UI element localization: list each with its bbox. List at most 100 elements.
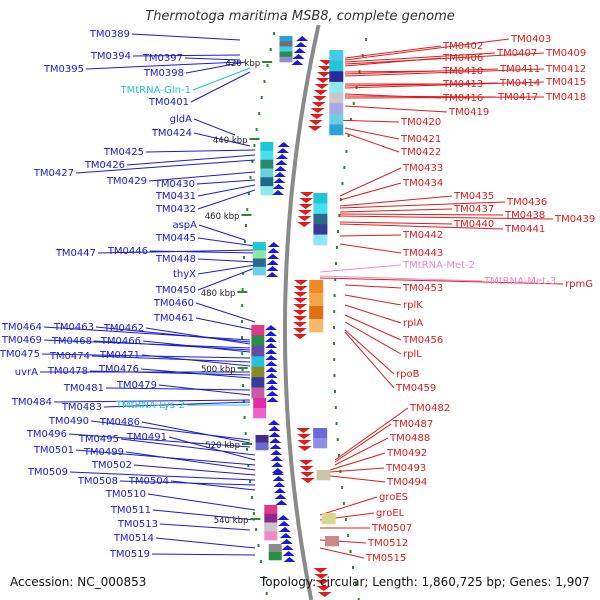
- gene-label-tm0425[interactable]: TM0425: [103, 147, 144, 158]
- gene-label-tm0419[interactable]: TM0419: [448, 107, 489, 118]
- gene-label-tm0421[interactable]: TM0421: [400, 134, 441, 145]
- gene-label-tm0513[interactable]: TM0513: [117, 519, 158, 530]
- gene-label-tm0456[interactable]: TM0456: [402, 335, 443, 346]
- gene-label-tm0445[interactable]: TM0445: [155, 233, 196, 244]
- gene-label-tm0434[interactable]: TM0434: [402, 178, 443, 189]
- gene-label-tm0453[interactable]: TM0453: [402, 283, 443, 294]
- gene-label-tm0413[interactable]: TM0413: [442, 79, 483, 90]
- gene-label-tm0515[interactable]: TM0515: [365, 553, 406, 564]
- gene-label-rpob[interactable]: rpoB: [396, 369, 420, 380]
- gene-label-tm0486[interactable]: TM0486: [99, 417, 140, 428]
- gene-label-tm0397[interactable]: TM0397: [142, 53, 183, 64]
- gene-label-tm0389[interactable]: TM0389: [89, 29, 130, 40]
- gene-label-tm0424[interactable]: TM0424: [151, 128, 192, 139]
- gene-label-tm0478[interactable]: TM0478: [47, 366, 88, 377]
- gene-label-tm0440[interactable]: TM0440: [453, 219, 494, 230]
- gene-label-tm0430[interactable]: TM0430: [154, 179, 195, 190]
- gene-label-tm0407[interactable]: TM0407: [496, 48, 537, 59]
- gene-label-rplk[interactable]: rplK: [403, 300, 423, 311]
- gene-label-thyx[interactable]: thyX: [173, 269, 196, 280]
- gene-label-tm0487[interactable]: TM0487: [392, 419, 433, 430]
- gene-label-tm0418[interactable]: TM0418: [545, 92, 586, 103]
- gene-label-tm0484[interactable]: TM0484: [11, 397, 52, 408]
- gene-label-uvra[interactable]: uvrA: [15, 367, 38, 378]
- gene-label-tm0437[interactable]: TM0437: [453, 204, 494, 215]
- gene-label-tm0471[interactable]: TM0471: [99, 350, 140, 361]
- gene-label-tm0450[interactable]: TM0450: [155, 285, 196, 296]
- gene-label-tm0410[interactable]: TM0410: [442, 66, 483, 77]
- gene-label-tm0426[interactable]: TM0426: [84, 160, 125, 171]
- gene-label-tmtrna-met-3[interactable]: TMtRNA-Met-3: [483, 276, 556, 287]
- gene-label-aspa[interactable]: aspA: [172, 220, 197, 231]
- gene-label-groes[interactable]: groES: [379, 492, 408, 503]
- gene-label-tm0510[interactable]: TM0510: [105, 489, 146, 500]
- gene-label-tm0502[interactable]: TM0502: [91, 460, 132, 471]
- gene-label-tm0509[interactable]: TM0509: [27, 467, 68, 478]
- gene-label-tm0422[interactable]: TM0422: [400, 147, 441, 158]
- gene-label-tm0401[interactable]: TM0401: [148, 97, 189, 108]
- gene-label-tm0469[interactable]: TM0469: [1, 335, 42, 346]
- gene-label-rpla[interactable]: rplA: [403, 318, 423, 329]
- gene-label-tm0446[interactable]: TM0446: [107, 246, 148, 257]
- gene-label-tm0519[interactable]: TM0519: [109, 549, 150, 560]
- gene-label-tm0414[interactable]: TM0414: [499, 78, 540, 89]
- gene-label-tm0466[interactable]: TM0466: [100, 336, 141, 347]
- gene-label-tm0398[interactable]: TM0398: [143, 68, 184, 79]
- gene-label-tm0420[interactable]: TM0420: [400, 117, 441, 128]
- gene-label-tm0483[interactable]: TM0483: [61, 402, 102, 413]
- gene-label-tm0463[interactable]: TM0463: [53, 322, 94, 333]
- gene-label-tm0427[interactable]: TM0427: [33, 168, 74, 179]
- gene-label-tm0476[interactable]: TM0476: [98, 364, 139, 375]
- gene-label-tm0416[interactable]: TM0416: [442, 93, 483, 104]
- gene-label-tm0403[interactable]: TM0403: [510, 34, 551, 45]
- gene-label-tm0406[interactable]: TM0406: [442, 53, 483, 64]
- gene-label-tm0464[interactable]: TM0464: [1, 322, 42, 333]
- gene-label-tm0461[interactable]: TM0461: [153, 313, 194, 324]
- gene-label-tm0460[interactable]: TM0460: [153, 298, 194, 309]
- gene-label-tm0512[interactable]: TM0512: [367, 538, 408, 549]
- gene-label-tm0409[interactable]: TM0409: [545, 48, 586, 59]
- gene-label-tm0491[interactable]: TM0491: [126, 432, 167, 443]
- gene-label-tm0436[interactable]: TM0436: [506, 197, 547, 208]
- gene-label-tm0411[interactable]: TM0411: [499, 64, 540, 75]
- gene-label-tm0493[interactable]: TM0493: [385, 463, 426, 474]
- gene-label-rpmg[interactable]: rpmG: [565, 279, 593, 290]
- gene-label-tm0402[interactable]: TM0402: [442, 41, 483, 52]
- gene-label-tm0514[interactable]: TM0514: [113, 533, 154, 544]
- gene-label-tm0395[interactable]: TM0395: [43, 64, 84, 75]
- gene-label-tm0494[interactable]: TM0494: [386, 477, 427, 488]
- gene-label-tm0482[interactable]: TM0482: [409, 403, 450, 414]
- gene-label-tm0433[interactable]: TM0433: [402, 163, 443, 174]
- gene-label-tm0508[interactable]: TM0508: [77, 476, 118, 487]
- gene-label-tm0415[interactable]: TM0415: [545, 77, 586, 88]
- gene-label-tmtrna-gln-1[interactable]: TMtRNA-Gln-1: [119, 85, 191, 96]
- gene-label-tm0499[interactable]: TM0499: [83, 447, 124, 458]
- gene-label-tm0448[interactable]: TM0448: [155, 254, 196, 265]
- gene-label-tm0394[interactable]: TM0394: [90, 51, 131, 62]
- gene-label-tm0488[interactable]: TM0488: [389, 433, 430, 444]
- gene-label-tm0496[interactable]: TM0496: [26, 429, 67, 440]
- gene-label-tm0492[interactable]: TM0492: [386, 448, 427, 459]
- gene-label-tm0447[interactable]: TM0447: [55, 248, 96, 259]
- gene-label-tm0432[interactable]: TM0432: [155, 204, 196, 215]
- gene-label-tm0481[interactable]: TM0481: [63, 383, 104, 394]
- gene-label-tm0507[interactable]: TM0507: [371, 523, 412, 534]
- gene-label-tm0475[interactable]: TM0475: [0, 349, 40, 360]
- gene-label-rpll[interactable]: rplL: [403, 349, 422, 360]
- gene-label-tm0511[interactable]: TM0511: [110, 505, 151, 516]
- gene-label-tm0435[interactable]: TM0435: [453, 191, 494, 202]
- gene-label-tm0501[interactable]: TM0501: [33, 445, 74, 456]
- gene-label-groel[interactable]: groEL: [376, 508, 405, 519]
- gene-label-tmtrna-lys-2[interactable]: TMtRNA-Lys-2: [115, 400, 185, 411]
- gene-label-tm0429[interactable]: TM0429: [106, 176, 147, 187]
- gene-label-tm0431[interactable]: TM0431: [155, 191, 196, 202]
- gene-label-tm0439[interactable]: TM0439: [554, 214, 595, 225]
- gene-label-tmtrna-met-2[interactable]: TMtRNA-Met-2: [402, 260, 475, 271]
- gene-label-tm0495[interactable]: TM0495: [78, 434, 119, 445]
- gene-label-tm0462[interactable]: TM0462: [103, 323, 144, 334]
- gene-label-tm0438[interactable]: TM0438: [504, 210, 545, 221]
- gene-label-tm0479[interactable]: TM0479: [116, 380, 157, 391]
- gene-label-tm0442[interactable]: TM0442: [402, 230, 443, 241]
- gene-label-tm0441[interactable]: TM0441: [504, 224, 545, 235]
- gene-label-tm0474[interactable]: TM0474: [49, 351, 90, 362]
